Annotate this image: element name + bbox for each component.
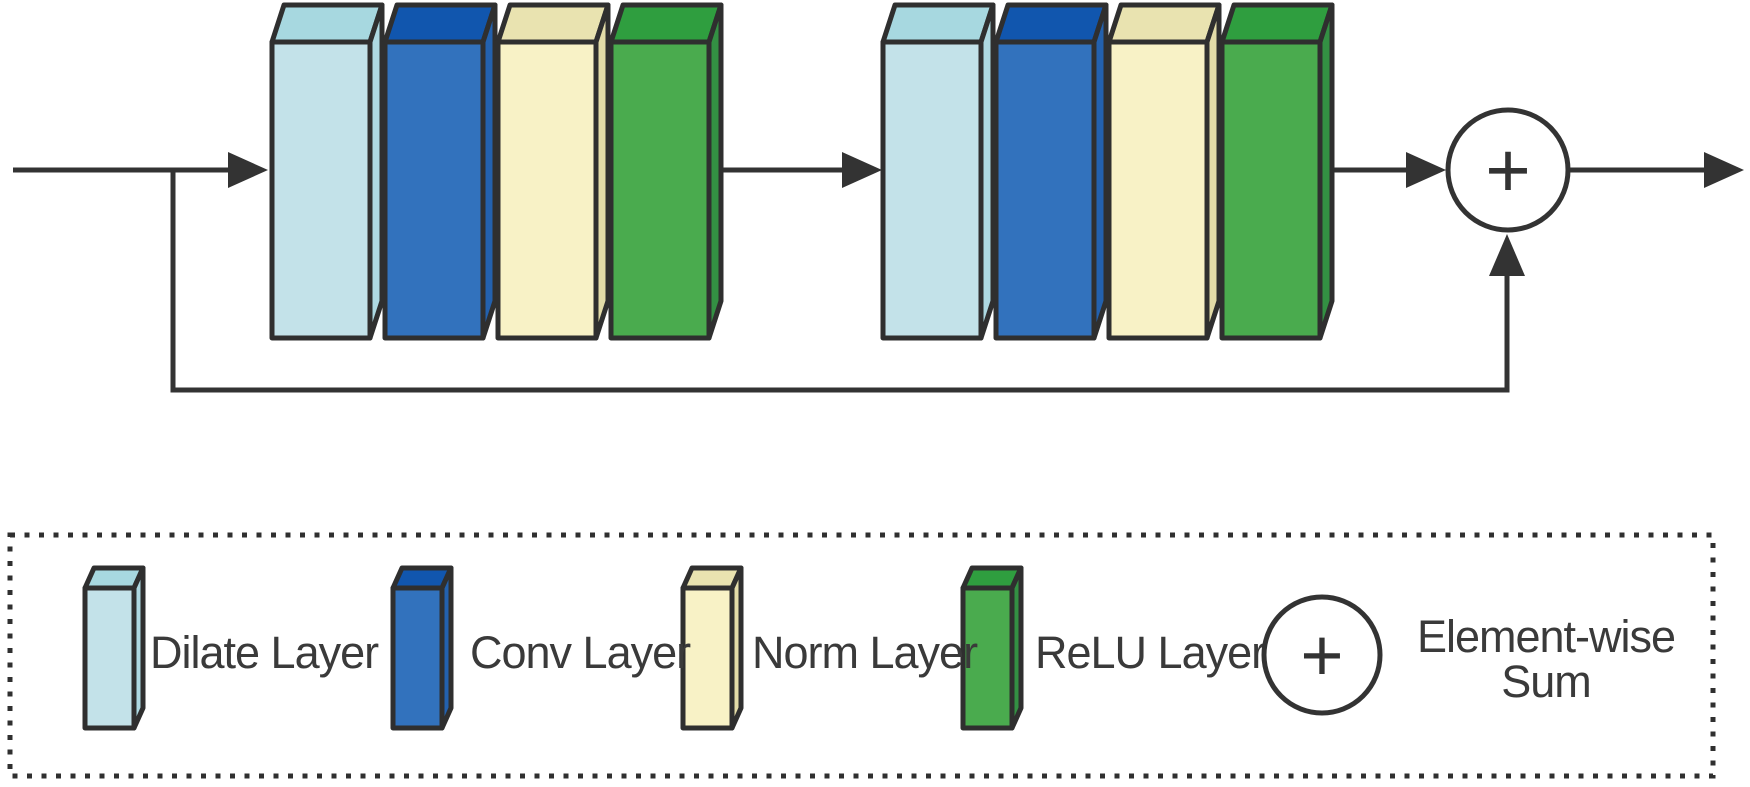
legend-sum-node xyxy=(1261,594,1383,716)
legend-norm-bar xyxy=(680,565,744,731)
block2-relu-bar-front-face xyxy=(1219,39,1323,341)
legend: Dilate Layer Conv Layer Norm Layer ReLU … xyxy=(7,532,1716,779)
legend-bars xyxy=(82,565,1024,731)
block1-dilate-bar xyxy=(269,2,385,341)
mid-arrowhead-icon xyxy=(842,152,882,188)
block1-norm-bar xyxy=(495,2,611,341)
block2-dilate-bar-top-face xyxy=(880,2,996,45)
sum-node xyxy=(1445,107,1571,233)
block1-norm-bar-top-face xyxy=(495,2,611,45)
block1-norm-bar-front-face xyxy=(495,39,599,341)
legend-conv-bar xyxy=(390,565,454,731)
block1-dilate-bar-front-face xyxy=(269,39,373,341)
skip-arrowhead-icon xyxy=(1489,234,1525,276)
block1-conv-bar xyxy=(382,2,498,341)
legend-label-sum-line2: Sum xyxy=(1501,656,1591,707)
skip-connection-line xyxy=(170,170,1510,393)
block2-norm-bar-front-face xyxy=(1106,39,1210,341)
legend-label-dilate: Dilate Layer xyxy=(150,627,379,678)
block2-dilate-bar xyxy=(880,2,996,341)
legend-label-sum-line1: Element-wise xyxy=(1417,611,1675,662)
legend-norm-bar-front-face xyxy=(680,585,735,731)
conv-unit-1 xyxy=(269,2,724,341)
block2-relu-bar-top-face xyxy=(1219,2,1335,45)
layer-blocks xyxy=(269,2,1335,341)
input-arrowhead-icon xyxy=(228,152,268,188)
main-flow xyxy=(13,152,1744,393)
legend-label-relu: ReLU Layer xyxy=(1035,627,1266,678)
block2-norm-bar-top-face xyxy=(1106,2,1222,45)
legend-relu-bar-front-face xyxy=(960,585,1015,731)
block2-dilate-bar-front-face xyxy=(880,39,984,341)
block2-conv-bar xyxy=(993,2,1109,341)
legend-label-conv: Conv Layer xyxy=(470,627,691,678)
block1-relu-bar-front-face xyxy=(608,39,712,341)
legend-conv-bar-front-face xyxy=(390,585,445,731)
block1-relu-bar xyxy=(608,2,724,341)
to-sum-arrowhead-icon xyxy=(1406,152,1446,188)
legend-dilate-bar xyxy=(82,565,146,731)
output-arrowhead-icon xyxy=(1704,152,1744,188)
block2-norm-bar xyxy=(1106,2,1222,341)
block2-relu-bar xyxy=(1219,2,1335,341)
block2-conv-bar-top-face xyxy=(993,2,1109,45)
block1-relu-bar-top-face xyxy=(608,2,724,45)
legend-label-norm: Norm Layer xyxy=(752,627,978,678)
sum-plus-icon: + xyxy=(1485,126,1531,214)
legend-relu-bar xyxy=(960,565,1024,731)
block1-conv-bar-top-face xyxy=(382,2,498,45)
block1-conv-bar-front-face xyxy=(382,39,486,341)
legend-sum-plus-icon: + xyxy=(1300,614,1343,697)
legend-dilate-bar-front-face xyxy=(82,585,137,731)
block2-conv-bar-front-face xyxy=(993,39,1097,341)
conv-unit-2 xyxy=(880,2,1335,341)
block1-dilate-bar-top-face xyxy=(269,2,385,45)
